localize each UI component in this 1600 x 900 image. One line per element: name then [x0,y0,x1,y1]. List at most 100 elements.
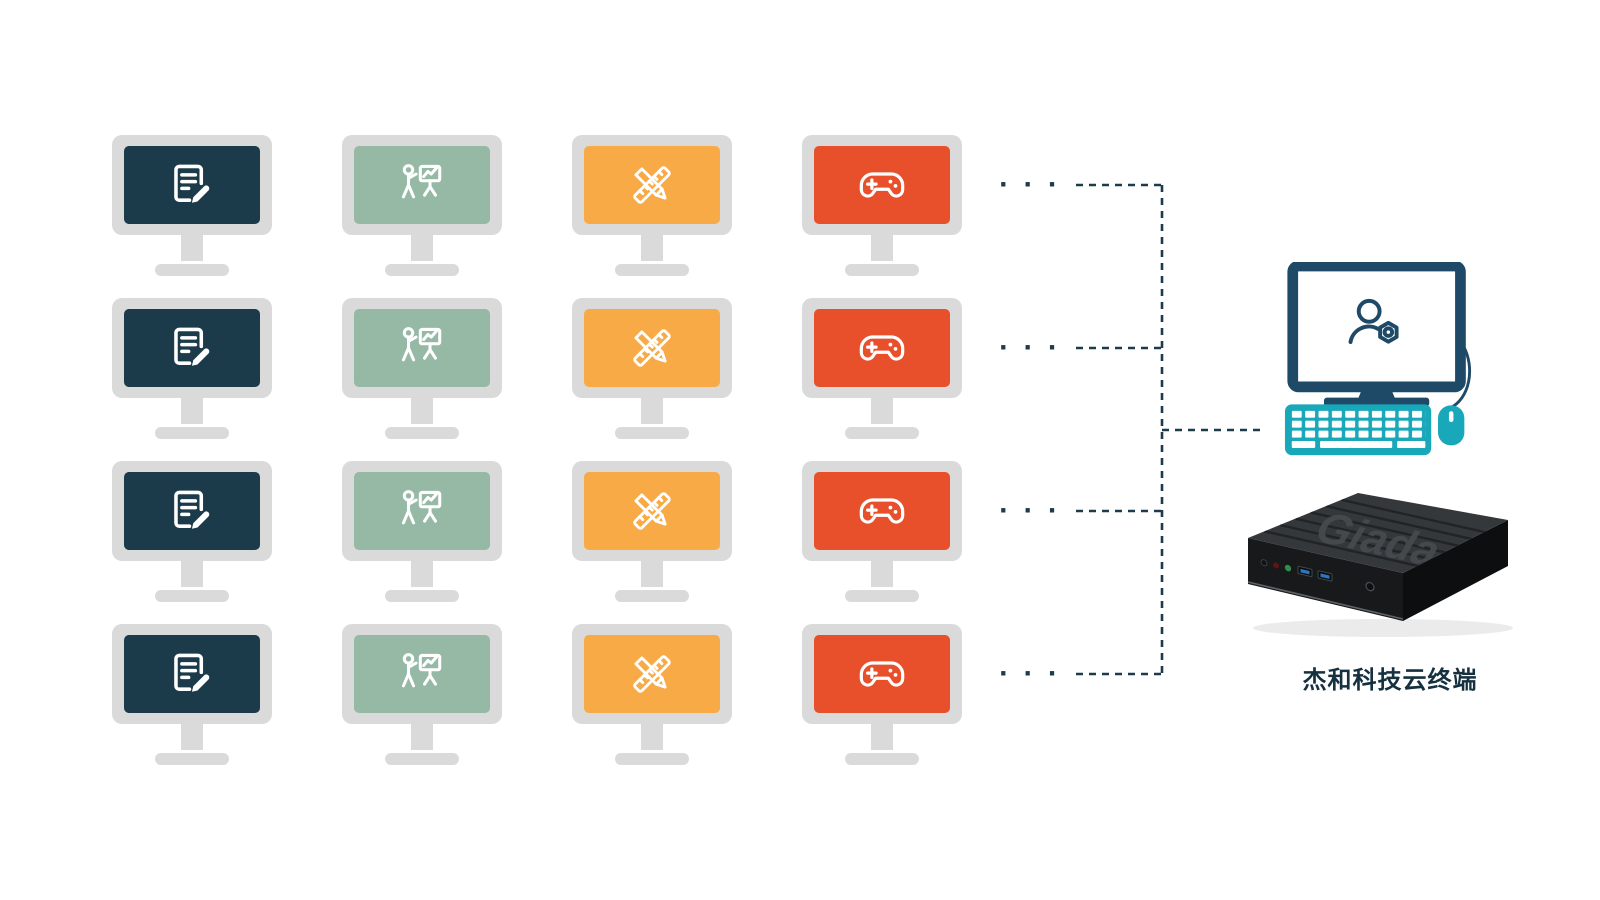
monitor-screen [354,472,490,550]
monitor-frame [342,461,502,561]
client-monitor-office [112,135,272,276]
gamepad-icon [855,647,909,701]
monitor-stand-neck [181,561,203,587]
monitor-stand-neck [181,235,203,261]
ruler-pencil-icon [625,158,679,212]
monitor-stand-base [385,753,459,765]
client-monitor-presentation [342,461,502,602]
gamepad-icon [855,321,909,375]
client-monitor-office [112,298,272,439]
monitor-stand-neck [411,235,433,261]
client-monitor-office [112,624,272,765]
client-monitor-presentation [342,135,502,276]
monitor-frame [342,298,502,398]
client-monitor-design [572,461,732,602]
monitor-stand-base [385,590,459,602]
monitor-stand-base [845,427,919,439]
monitor-screen [584,472,720,550]
document-edit-icon [165,321,219,375]
mouse [1438,405,1465,446]
document-edit-icon [165,484,219,538]
device-bottom-edge [1247,581,1404,620]
monitor-stand-base [615,590,689,602]
row-ellipsis: · · · [999,657,1061,690]
gamepad-icon [855,484,909,538]
monitor-stand-neck [871,561,893,587]
monitor-stand-base [155,427,229,439]
keyboard-keys [1291,410,1426,440]
monitor-stand-neck [871,235,893,261]
device-label: 杰和科技云终端 [1302,667,1478,694]
client-monitor-office [112,461,272,602]
monitor-screen [584,309,720,387]
client-grid [112,135,962,765]
monitor-stand-base [615,427,689,439]
document-edit-icon [165,647,219,701]
device-side-face [1403,520,1508,621]
host-monitor-base [1323,397,1430,407]
monitor-frame [572,624,732,724]
ruler-pencil-icon [625,321,679,375]
monitor-frame [342,135,502,235]
monitor-stand-base [385,427,459,439]
client-monitor-gaming [802,135,962,276]
monitor-screen [354,146,490,224]
monitor-stand-neck [641,724,663,750]
monitor-frame [112,624,272,724]
keyboard-key [1397,440,1426,448]
monitor-stand-neck [641,398,663,424]
client-monitor-design [572,298,732,439]
monitor-frame [572,298,732,398]
monitor-screen [354,635,490,713]
monitor-stand-neck [181,724,203,750]
presentation-chart-icon [395,321,449,375]
monitor-stand-base [155,264,229,276]
monitor-screen [124,309,260,387]
monitor-frame [112,461,272,561]
monitor-stand-base [155,753,229,765]
monitor-screen [584,635,720,713]
client-monitor-gaming [802,461,962,602]
presentation-chart-icon [395,158,449,212]
monitor-screen [124,635,260,713]
monitor-stand-neck [641,561,663,587]
monitor-stand-neck [411,561,433,587]
monitor-screen [354,309,490,387]
monitor-screen [814,635,950,713]
device-shadow [1253,619,1513,637]
monitor-frame [342,624,502,724]
monitor-frame [572,135,732,235]
row-ellipsis: · · · [999,331,1061,364]
monitor-frame [802,624,962,724]
monitor-stand-base [845,264,919,276]
gamepad-icon [855,158,909,212]
monitor-frame [112,298,272,398]
client-monitor-presentation [342,624,502,765]
mouse-scroll-wheel [1448,411,1454,422]
device-front-ports [1260,559,1375,592]
row-ellipsis: · · · [999,168,1061,201]
monitor-stand-neck [641,235,663,261]
cloud-terminal-device: Giada [1247,493,1513,637]
monitor-screen [124,146,260,224]
monitor-stand-base [155,590,229,602]
ruler-pencil-icon [625,484,679,538]
client-monitor-presentation [342,298,502,439]
monitor-frame [112,135,272,235]
keyboard-spacebar [1320,440,1393,448]
monitor-stand-base [845,753,919,765]
monitor-frame [802,135,962,235]
monitor-screen [584,146,720,224]
document-edit-icon [165,158,219,212]
monitor-stand-neck [411,398,433,424]
row-ellipsis: · · · [999,494,1061,527]
monitor-screen [814,146,950,224]
presentation-chart-icon [395,484,449,538]
client-monitor-gaming [802,624,962,765]
monitor-frame [572,461,732,561]
monitor-stand-base [385,264,459,276]
monitor-screen [814,472,950,550]
monitor-stand-neck [181,398,203,424]
keyboard-key [1291,440,1316,448]
